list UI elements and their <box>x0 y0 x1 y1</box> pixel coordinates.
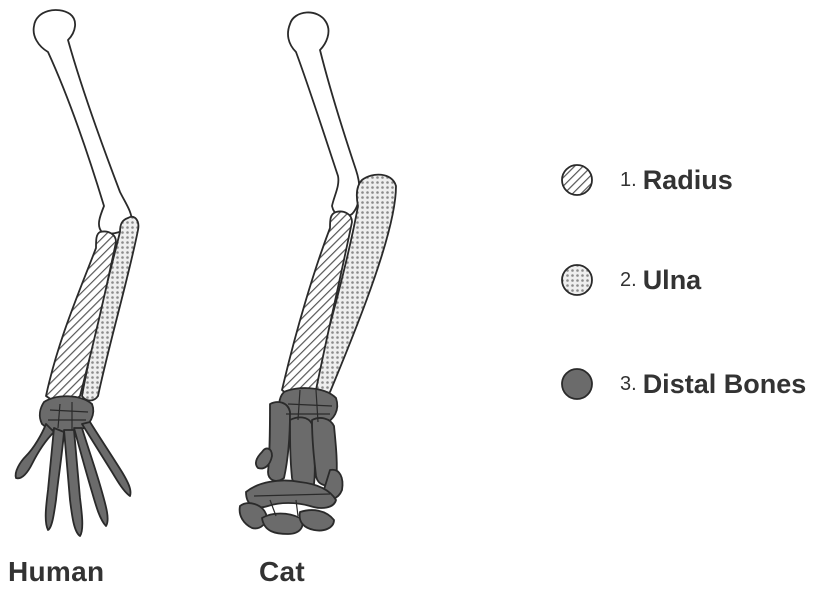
human-arm <box>16 10 139 536</box>
radius-swatch-icon <box>560 163 594 197</box>
legend-item-radius: 1. Radius <box>560 158 733 202</box>
ulna-swatch-icon <box>560 263 594 297</box>
legend-label: Ulna <box>643 265 702 296</box>
human-caption: Human <box>8 556 104 588</box>
legend-item-ulna: 2. Ulna <box>560 258 701 302</box>
distal-bones-swatch-icon <box>560 367 594 401</box>
legend-item-distal-bones: 3. Distal Bones <box>560 362 806 406</box>
human-humerus <box>34 10 132 234</box>
legend-number: 1. <box>620 169 637 192</box>
cat-arm <box>240 12 396 534</box>
legend-number: 2. <box>620 269 637 292</box>
cat-distal-bones <box>240 388 343 534</box>
human-distal-bones <box>16 396 131 536</box>
legend-number: 3. <box>620 373 637 396</box>
legend-label: Distal Bones <box>643 369 807 400</box>
cat-caption: Cat <box>259 556 305 588</box>
cat-humerus <box>288 12 359 216</box>
legend-label: Radius <box>643 165 733 196</box>
